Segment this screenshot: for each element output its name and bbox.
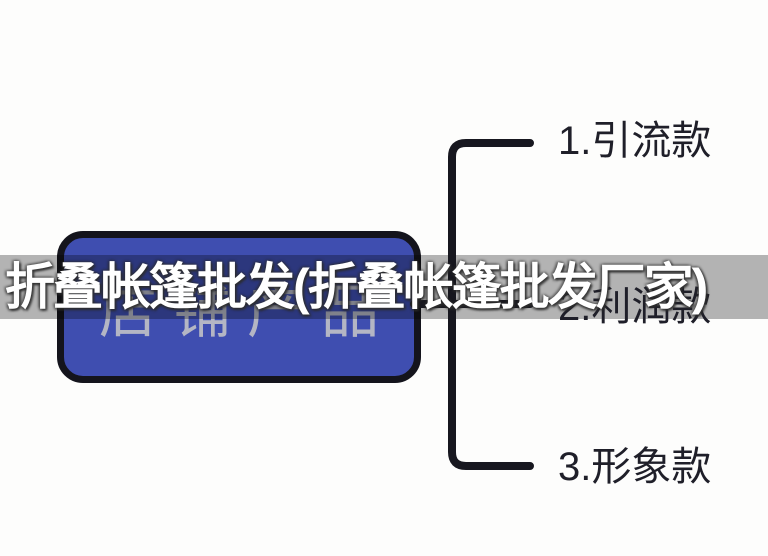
root-node: 店铺产品 — [57, 231, 421, 383]
root-node-label: 店铺产品 — [98, 280, 395, 345]
branch-label-1: 1.引流款 — [558, 119, 712, 163]
branch-label-3: 3.形象款 — [558, 445, 712, 489]
branch-label-2: 2.利润款 — [558, 285, 712, 329]
watermark-band — [0, 255, 768, 319]
title-overlay: 折叠帐篷批发(折叠帐篷批发厂家) — [5, 259, 708, 315]
